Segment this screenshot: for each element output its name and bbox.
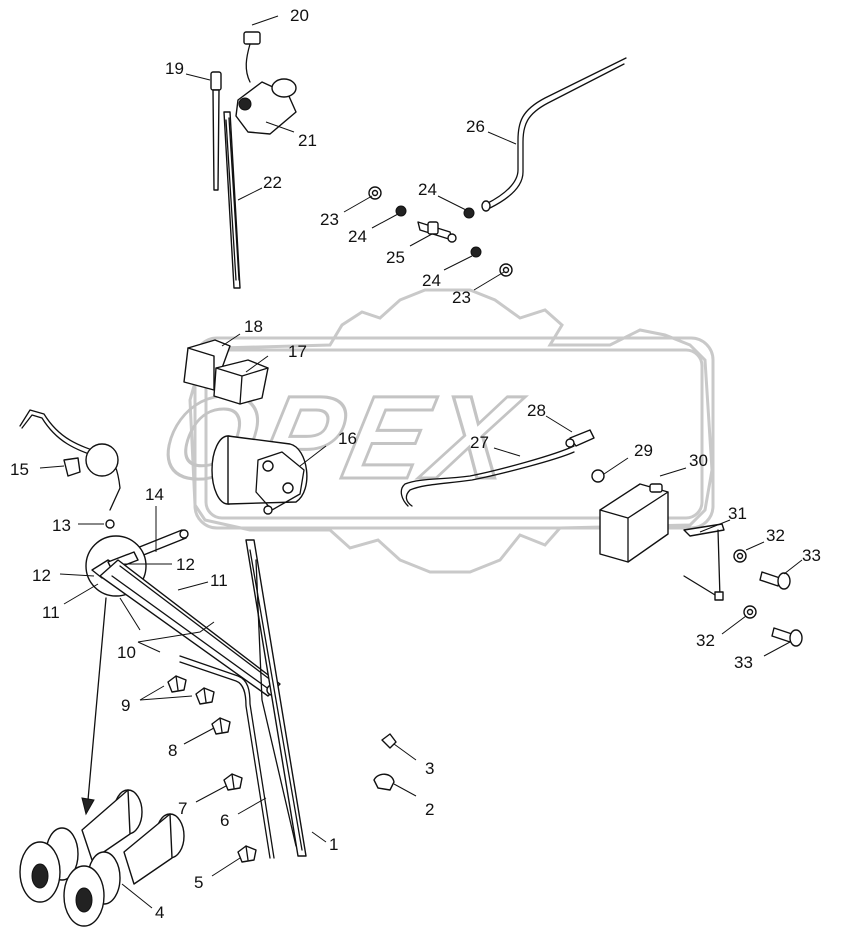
callout-32-upper: 32: [766, 526, 785, 545]
part-6-washer-tube: [179, 655, 275, 859]
callout-30: 30: [689, 451, 708, 470]
callout-22: 22: [263, 173, 282, 192]
callout-26: 26: [466, 117, 485, 136]
callout-10: 10: [117, 643, 136, 662]
callout-5: 5: [194, 873, 203, 892]
callout-24-left: 24: [348, 227, 367, 246]
callout-17: 17: [288, 342, 307, 361]
callout-4: 4: [155, 903, 164, 922]
callout-9: 9: [121, 696, 130, 715]
callout-31: 31: [728, 504, 747, 523]
part-2-cable-clip: [373, 773, 395, 791]
callout-8: 8: [168, 741, 177, 760]
part-30-washer-reservoir: [599, 483, 669, 563]
part-23-nut-bottom: [499, 263, 513, 277]
callout-27: 27: [470, 433, 489, 452]
callout-32-lower: 32: [696, 631, 715, 650]
part-19-wiper-arm: [210, 71, 222, 191]
part-20-connector: [243, 31, 261, 83]
callout-25: 25: [386, 248, 405, 267]
callout-1: 1: [329, 835, 338, 854]
part-32-washer-upper: [733, 549, 747, 563]
callout-2: 2: [425, 800, 434, 819]
callout-15: 15: [10, 460, 29, 479]
part-33-bolt-upper: [759, 571, 791, 590]
watermark-frame-outer: [193, 336, 715, 530]
part-22-wiper-blade: [223, 111, 241, 289]
part-29-cap: [591, 469, 605, 483]
callout-23-bottom: 23: [452, 288, 471, 307]
arrow-to-pump-units: [81, 597, 107, 816]
callout-12-right: 12: [176, 555, 195, 574]
part-28-check-valve: [565, 429, 595, 448]
part-25-washer-nozzle: [417, 221, 457, 243]
part-21-wiper-motor: [235, 78, 297, 135]
part-5-clip: [237, 845, 257, 863]
part-17-switch-housing: [213, 359, 269, 405]
part-8-clip: [211, 717, 231, 735]
part-3-grommet: [381, 733, 397, 749]
callout-16: 16: [338, 429, 357, 448]
callout-11-right: 11: [210, 571, 228, 590]
callout-20: 20: [290, 6, 309, 25]
part-4-pump-units: [19, 789, 185, 927]
part-24-seal-bottom: [470, 246, 482, 258]
callout-19: 19: [165, 59, 184, 78]
part-27-washer-hose: [400, 445, 575, 507]
leader-lines: [39, 15, 803, 909]
part-9-clip-lower: [195, 687, 215, 705]
callout-labels: 20 19 21 22 26 24 23 24 25 24 23 18 17 1…: [10, 6, 821, 922]
callout-29: 29: [634, 441, 653, 460]
part-24-seal-left: [395, 205, 407, 217]
callout-18: 18: [244, 317, 263, 336]
callout-13: 13: [52, 516, 71, 535]
part-9-clip-upper: [167, 675, 187, 693]
callout-7: 7: [178, 799, 187, 818]
callout-11-left: 11: [42, 603, 60, 622]
callout-23-top: 23: [320, 210, 339, 229]
watermark-frame-inner: [204, 348, 704, 520]
part-32-washer-lower: [743, 605, 757, 619]
part-7-clip: [223, 773, 243, 791]
callout-3: 3: [425, 759, 434, 778]
callout-24-bottom: 24: [422, 271, 441, 290]
part-31-bracket: [683, 523, 725, 601]
callout-6: 6: [220, 811, 229, 830]
part-26-washer-pipe: [481, 57, 627, 212]
part-13-o-ring: [105, 519, 115, 529]
part-16-washer-pump-motor: [211, 435, 308, 515]
callout-21: 21: [298, 131, 317, 150]
callout-28: 28: [527, 401, 546, 420]
callout-12-left: 12: [32, 566, 51, 585]
part-1-wiper-blade: [245, 539, 307, 857]
callout-33-upper: 33: [802, 546, 821, 565]
part-15-pipe-with-clip: [19, 409, 121, 511]
part-33-bolt-lower: [771, 627, 803, 647]
callout-33-lower: 33: [734, 653, 753, 672]
callout-14: 14: [145, 485, 164, 504]
callout-24-top: 24: [418, 180, 437, 199]
part-24-seal-top: [463, 207, 475, 219]
